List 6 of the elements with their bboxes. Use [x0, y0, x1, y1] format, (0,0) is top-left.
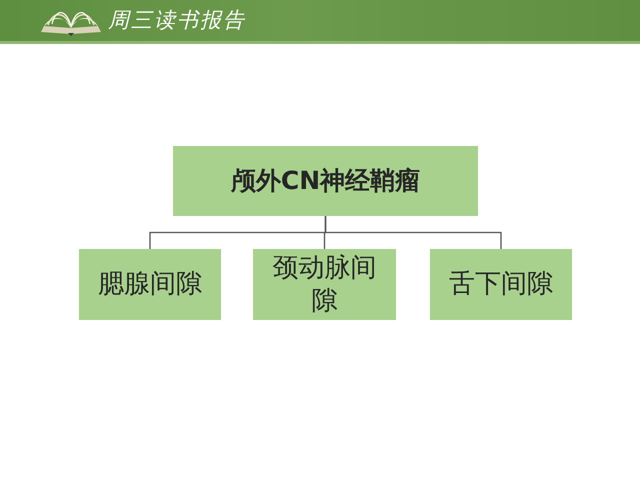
process-box: 颅外CN神经鞘瘤	[173, 146, 478, 216]
connector-line	[324, 216, 502, 249]
process-box: 颈动脉间隙	[253, 249, 396, 320]
process-box: 舌下间隙	[430, 249, 572, 320]
process-box: 腮腺间隙	[79, 249, 221, 320]
banner-title: 周三读书报告	[108, 8, 246, 32]
